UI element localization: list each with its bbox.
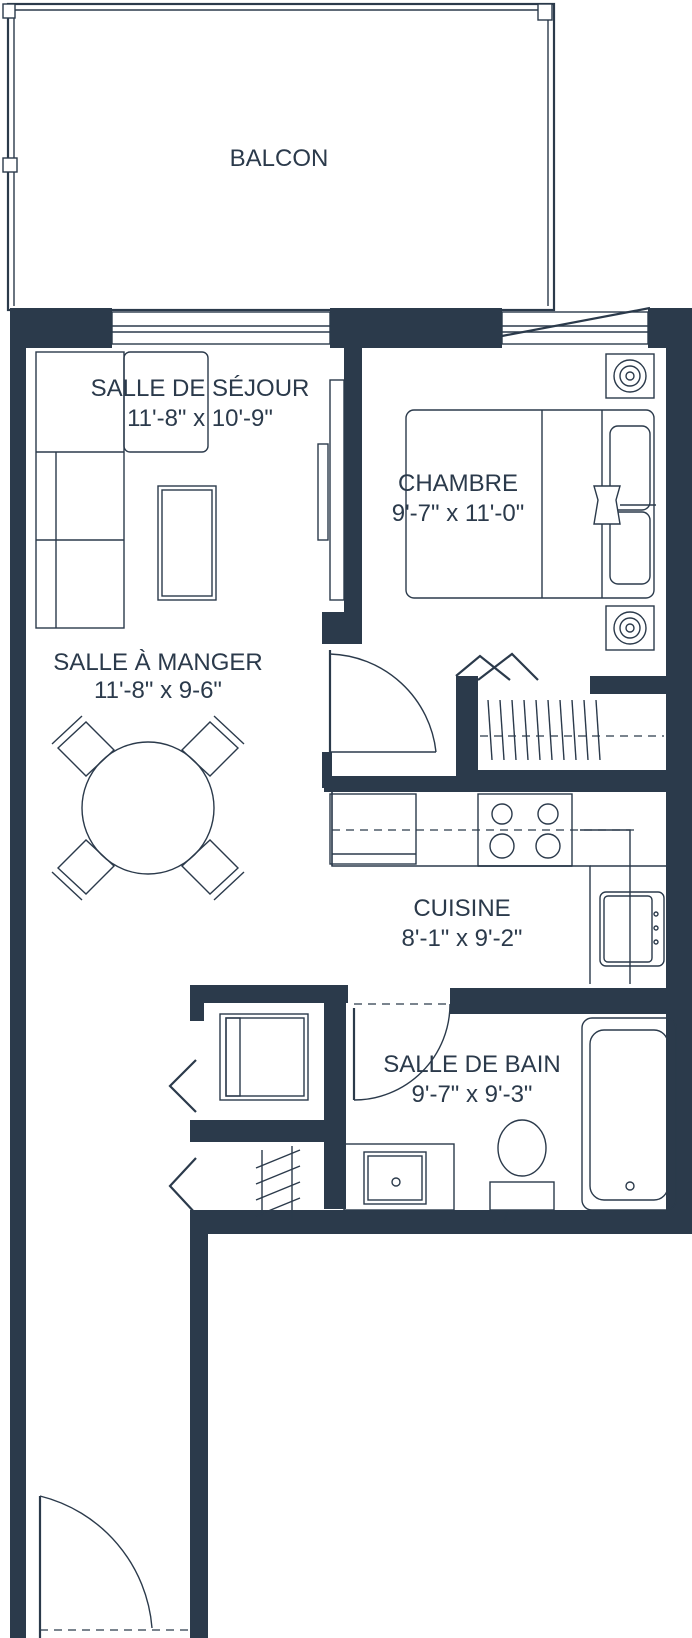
washer-closet [168,1013,309,1113]
tv-unit [317,379,345,601]
cuisine-label: CUISINE [413,895,510,922]
toilet [489,1119,555,1223]
bed [405,409,656,599]
sejour-size: 11'-8" x 10'-9" [127,405,273,432]
nightstand-lamps [605,353,655,651]
room-labels: BALCON SALLE DE SÉJOUR 11'-8" x 10'-9" C… [53,145,560,1108]
bathroom-vanity [343,1143,455,1211]
bain-label: SALLE DE BAIN [383,1051,560,1078]
balcony [2,2,556,312]
dining-table [51,715,245,901]
entry-door [38,1495,190,1638]
coffee-table [157,485,217,601]
stove [477,793,573,867]
kitchen-counter [329,792,666,984]
chambre-label: CHAMBRE [398,470,518,497]
balcon-label: BALCON [230,145,329,172]
windows [111,306,651,345]
manger-label: SALLE À MANGER [53,649,262,676]
kitchen-sink [599,891,665,967]
bedroom-closet [455,652,664,761]
bathtub [581,1017,677,1211]
sejour-label: SALLE DE SÉJOUR [91,375,310,402]
bain-size: 9'-7" x 9'-3" [412,1081,533,1108]
entry-closet [168,1146,301,1220]
sofa [35,351,209,629]
walls [10,308,692,1638]
bathroom-door [352,1003,451,1101]
cuisine-size: 8'-1" x 9'-2" [402,925,523,952]
manger-size: 11'-8" x 9-6" [94,677,222,704]
living-door [328,650,437,760]
chambre-size: 9'-7" x 11'-0" [392,500,524,527]
